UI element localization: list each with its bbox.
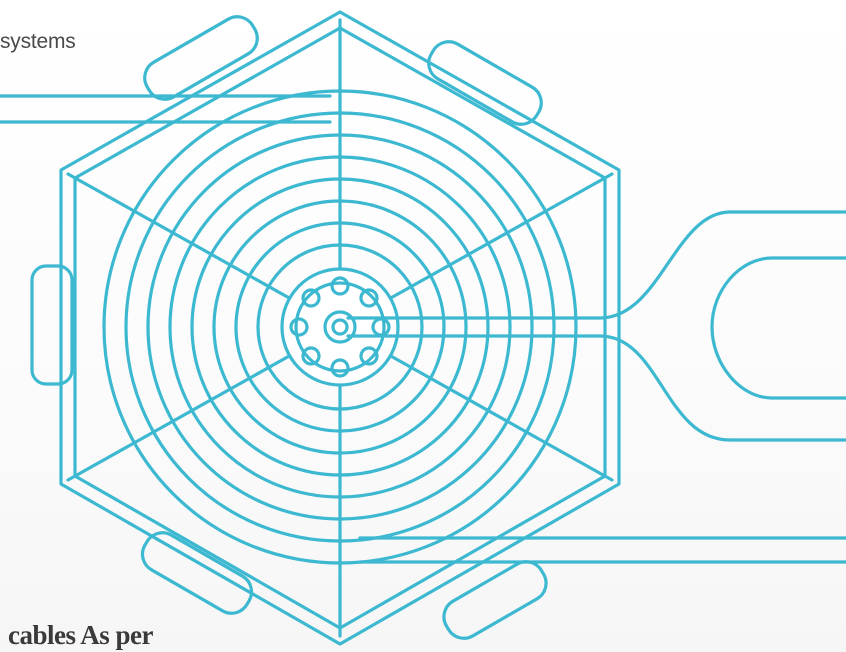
drum-hub [282,269,398,385]
bottom-cable-strip [360,538,846,562]
bottom-text-fragment: cables As per [8,620,153,651]
